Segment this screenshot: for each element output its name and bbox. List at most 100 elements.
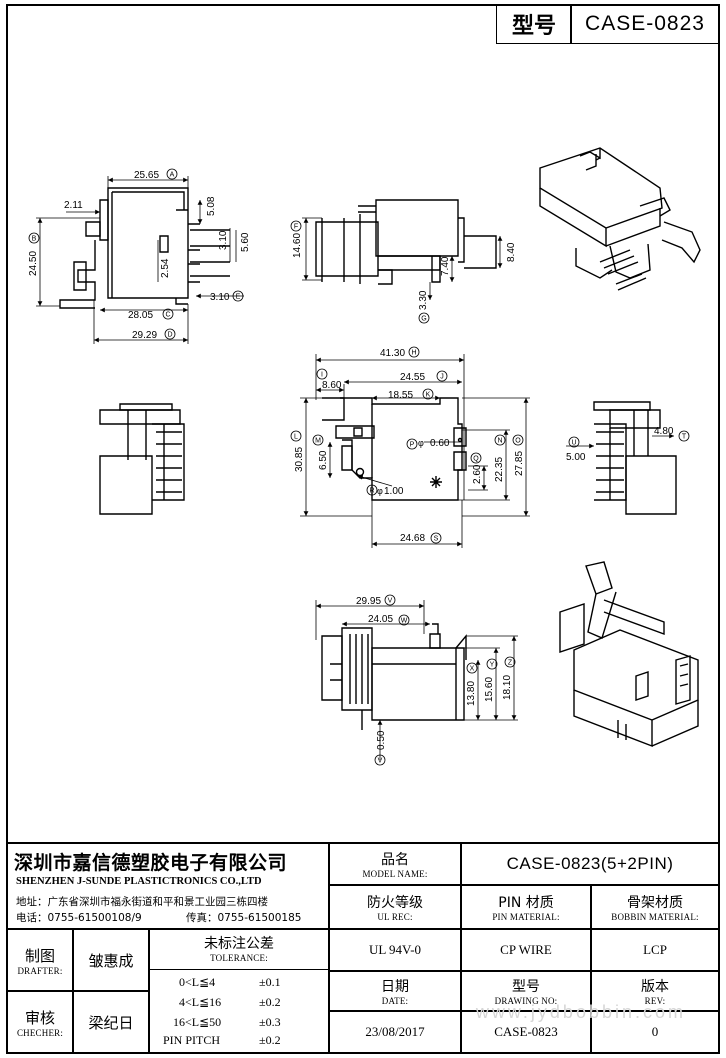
date-cn: 日期 xyxy=(381,979,409,995)
svg-text:E: E xyxy=(236,294,241,301)
svg-text:H: H xyxy=(411,350,416,357)
center-top-view xyxy=(322,397,467,501)
dim-top-left-3: 3.10 xyxy=(218,230,229,250)
model-name-label-cell: 品名 MODEL NAME: xyxy=(328,842,462,886)
marker-O-icon: O xyxy=(512,434,524,446)
dim-top-mid-1: 8.40 xyxy=(506,242,517,262)
top-left-view xyxy=(59,187,230,309)
marker-J-icon: J xyxy=(436,370,448,382)
svg-text:U: U xyxy=(571,440,576,447)
ul-rec-en: UL REC: xyxy=(377,912,413,922)
svg-text:N: N xyxy=(497,438,502,445)
bobbin-value-cell: LCP xyxy=(590,928,720,972)
svg-text:S: S xyxy=(434,536,439,543)
svg-text:V: V xyxy=(388,598,393,605)
marker-M-icon: M xyxy=(312,434,324,446)
dim-center-7: 22.35 xyxy=(494,457,505,482)
company-name-cn: 深圳市嘉信德塑胶电子有限公司 xyxy=(14,852,288,874)
ul-value-cell: UL 94V-0 xyxy=(328,928,462,972)
pin-material-cn: PIN 材质 xyxy=(498,895,554,911)
dim-top-left-4: 5.60 xyxy=(240,232,251,252)
dim-center-1: 8.60 xyxy=(322,380,342,391)
tolerance-range-1: 4<L≦16 xyxy=(179,995,222,1009)
watermark: www.jydbobbin.com xyxy=(475,1002,686,1022)
svg-text:W: W xyxy=(401,618,408,625)
marker-R-icon: R xyxy=(366,484,378,496)
marker-A-icon: A xyxy=(166,168,178,180)
dim-right-0: 4.80 xyxy=(654,426,674,437)
date-en: DATE: xyxy=(381,996,409,1006)
marker-V-icon: V xyxy=(384,594,396,606)
marker-Y-icon: Y xyxy=(486,658,498,670)
checker-label-cell: 审核 CHECHER: xyxy=(6,990,74,1054)
dim-top-left-5: 24.50 xyxy=(28,251,39,276)
date-label-cell: 日期 DATE: xyxy=(328,970,462,1012)
marker-I-icon: I xyxy=(316,368,328,380)
marker-L-icon: L xyxy=(290,430,302,442)
dim-center-0: 41.30 xyxy=(380,348,405,359)
tolerance-en: TOLERANCE: xyxy=(210,953,268,963)
top-right-iso-view xyxy=(539,147,701,291)
top-mid-view xyxy=(315,199,497,285)
svg-text:D: D xyxy=(167,332,172,339)
rev-en: REV: xyxy=(644,996,666,1006)
rev-cn: 版本 xyxy=(641,979,669,995)
tolerance-value-0: ±0.1 xyxy=(259,975,281,989)
phi-symbol-2: φ xyxy=(377,486,383,496)
marker-H-icon: H xyxy=(408,346,420,358)
tolerance-cell: 未标注公差 TOLERANCE: 0<L≦4 ±0.1 4<L≦16 ±0.2 … xyxy=(148,928,330,1054)
marker-F-icon: F xyxy=(290,220,302,232)
dim-center-10: 1.00 xyxy=(384,486,404,497)
dim-center-6: 30.85 xyxy=(294,447,305,472)
dim-top-left-6: 2.54 xyxy=(160,258,171,278)
dim-center-9: 2.60 xyxy=(472,464,483,484)
drafter-name-cell: 皱惠成 xyxy=(72,928,150,992)
dim-bottom-3: 15.60 xyxy=(484,677,495,702)
date-value-cell: 23/08/2017 xyxy=(328,1010,462,1054)
dim-top-left-1: 2.11 xyxy=(64,200,83,211)
bobbin-material-label-cell: 骨架材质 BOBBIN MATERIAL: xyxy=(590,884,720,930)
dim-center-5: 6.50 xyxy=(318,450,329,470)
drawing-no-en: DRAWING NO: xyxy=(494,996,558,1006)
dim-top-left-7: 3.10 xyxy=(210,292,230,303)
marker-S-icon: S xyxy=(430,532,442,544)
title-block xyxy=(6,842,720,1056)
dim-top-mid-3: 3.30 xyxy=(418,290,429,310)
drawing-no-cn: 型号 xyxy=(512,979,540,995)
svg-text:T: T xyxy=(682,434,687,441)
svg-text:P: P xyxy=(410,442,415,449)
svg-text:F: F xyxy=(294,224,298,231)
technical-drawing: 25.65 2.11 5.08 3.10 5.60 24.50 2.54 3.1… xyxy=(28,147,701,766)
marker-K-icon: K xyxy=(422,388,434,400)
marker-U-icon: U xyxy=(568,436,580,448)
marker-W-icon: W xyxy=(398,614,410,626)
marker-V2-icon: V xyxy=(374,754,386,766)
svg-text:G: G xyxy=(421,316,426,323)
svg-text:Y: Y xyxy=(490,662,495,669)
bobbin-material-en: BOBBIN MATERIAL: xyxy=(611,912,699,922)
dim-bottom-4: 18.10 xyxy=(502,675,513,700)
dim-top-left-2: 5.08 xyxy=(206,196,217,216)
svg-text:O: O xyxy=(515,438,521,445)
drafter-cn: 制图 xyxy=(24,946,55,965)
marker-G-icon: G xyxy=(418,312,430,324)
checker-name-cell: 梁纪日 xyxy=(72,990,150,1054)
dim-top-left-8: 28.05 xyxy=(128,310,153,321)
tolerance-value-2: ±0.3 xyxy=(259,1015,281,1029)
svg-text:V: V xyxy=(378,758,383,765)
checker-cn: 审核 xyxy=(24,1008,55,1027)
tolerance-divider xyxy=(149,969,329,970)
svg-text:C: C xyxy=(165,312,170,319)
dim-center-3: 18.55 xyxy=(388,390,413,401)
marker-B-icon: B xyxy=(28,232,40,244)
bottom-mid-view xyxy=(321,623,467,730)
dim-top-left-9: 29.29 xyxy=(132,330,157,341)
dim-center-11: 24.68 xyxy=(400,533,425,544)
company-phone: 电话：0755-61500108/9 xyxy=(16,912,142,924)
svg-text:L: L xyxy=(294,434,298,441)
dim-bottom-5: 0.50 xyxy=(376,730,387,750)
dim-center-4: 0.60 xyxy=(430,438,450,449)
marker-Q-icon: Q xyxy=(470,452,482,464)
marker-E-icon: E xyxy=(232,290,244,302)
rev-value-cell: 0 xyxy=(590,1010,720,1054)
